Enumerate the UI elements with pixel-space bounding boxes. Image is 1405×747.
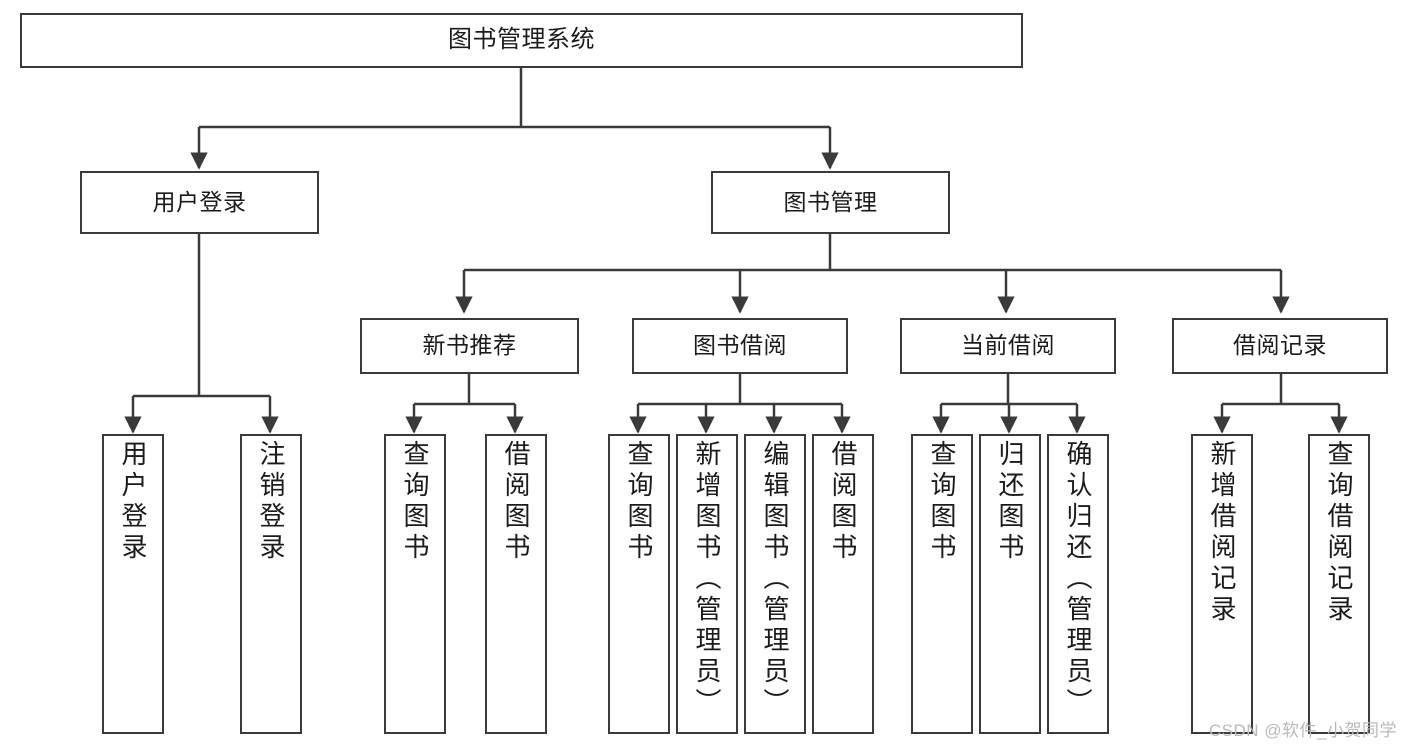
node-label: 注销登录	[256, 440, 286, 564]
node-current-borrow[interactable]: 当前借阅	[900, 318, 1116, 374]
node-label: 用户登录	[152, 188, 247, 215]
leaf-add-borrow-record[interactable]: 新增借阅记录	[1191, 434, 1253, 734]
leaf-logout[interactable]: 注销登录	[240, 434, 302, 734]
node-label: 当前借阅	[961, 332, 1055, 359]
node-label: 图书管理	[783, 188, 878, 215]
node-label: 归还图书	[995, 440, 1025, 564]
node-label: 图书借阅	[693, 332, 787, 359]
node-label: 查询图书	[624, 440, 654, 564]
leaf-query-book-borrow[interactable]: 查询图书	[608, 434, 670, 734]
csdn-watermark: CSDN @软件_小贺同学	[1208, 721, 1397, 740]
node-label: 借阅图书	[501, 440, 531, 564]
leaf-borrow-book-recommend[interactable]: 借阅图书	[485, 434, 547, 734]
node-label: 图书管理系统	[448, 26, 595, 54]
node-label: 借阅记录	[1233, 332, 1327, 359]
leaf-query-book-current[interactable]: 查询图书	[911, 434, 973, 734]
node-label: 查询图书	[400, 440, 430, 564]
node-borrow-records[interactable]: 借阅记录	[1172, 318, 1388, 374]
node-label: 确认归还（管理员）	[1063, 440, 1093, 719]
node-new-book-recommend[interactable]: 新书推荐	[360, 318, 579, 374]
leaf-query-book-recommend[interactable]: 查询图书	[384, 434, 446, 734]
node-label: 借阅图书	[828, 440, 858, 564]
leaf-user-login[interactable]: 用户登录	[102, 434, 164, 734]
node-label: 查询借阅记录	[1324, 440, 1354, 626]
leaf-edit-book-admin[interactable]: 编辑图书（管理员）	[744, 434, 806, 734]
leaf-return-book[interactable]: 归还图书	[979, 434, 1041, 734]
node-book-borrow[interactable]: 图书借阅	[632, 318, 848, 374]
node-label: 新增借阅记录	[1207, 440, 1237, 626]
leaf-borrow-book[interactable]: 借阅图书	[812, 434, 874, 734]
node-book-management[interactable]: 图书管理	[711, 171, 950, 234]
node-root-book-management-system[interactable]: 图书管理系统	[20, 13, 1023, 68]
node-label: 查询图书	[927, 440, 957, 564]
leaf-add-book-admin[interactable]: 新增图书（管理员）	[676, 434, 738, 734]
node-label: 新书推荐	[422, 332, 517, 359]
node-label: 用户登录	[118, 440, 148, 564]
node-user-login[interactable]: 用户登录	[80, 171, 319, 234]
node-label: 编辑图书（管理员）	[760, 440, 790, 719]
node-label: 新增图书（管理员）	[692, 440, 722, 719]
leaf-query-borrow-record[interactable]: 查询借阅记录	[1308, 434, 1370, 734]
leaf-confirm-return-admin[interactable]: 确认归还（管理员）	[1047, 434, 1109, 734]
